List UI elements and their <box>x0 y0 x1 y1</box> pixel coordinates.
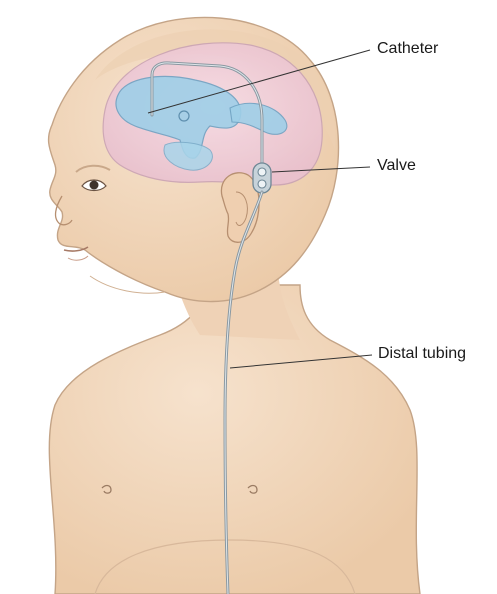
lower-lip <box>68 256 88 260</box>
distal-tubing-label: Distal tubing <box>378 345 466 363</box>
valve-chamber-top <box>258 168 266 176</box>
catheter-label: Catheter <box>377 40 438 58</box>
valve-chamber-bottom <box>258 180 266 188</box>
iris <box>90 181 99 190</box>
valve-label: Valve <box>377 157 416 175</box>
